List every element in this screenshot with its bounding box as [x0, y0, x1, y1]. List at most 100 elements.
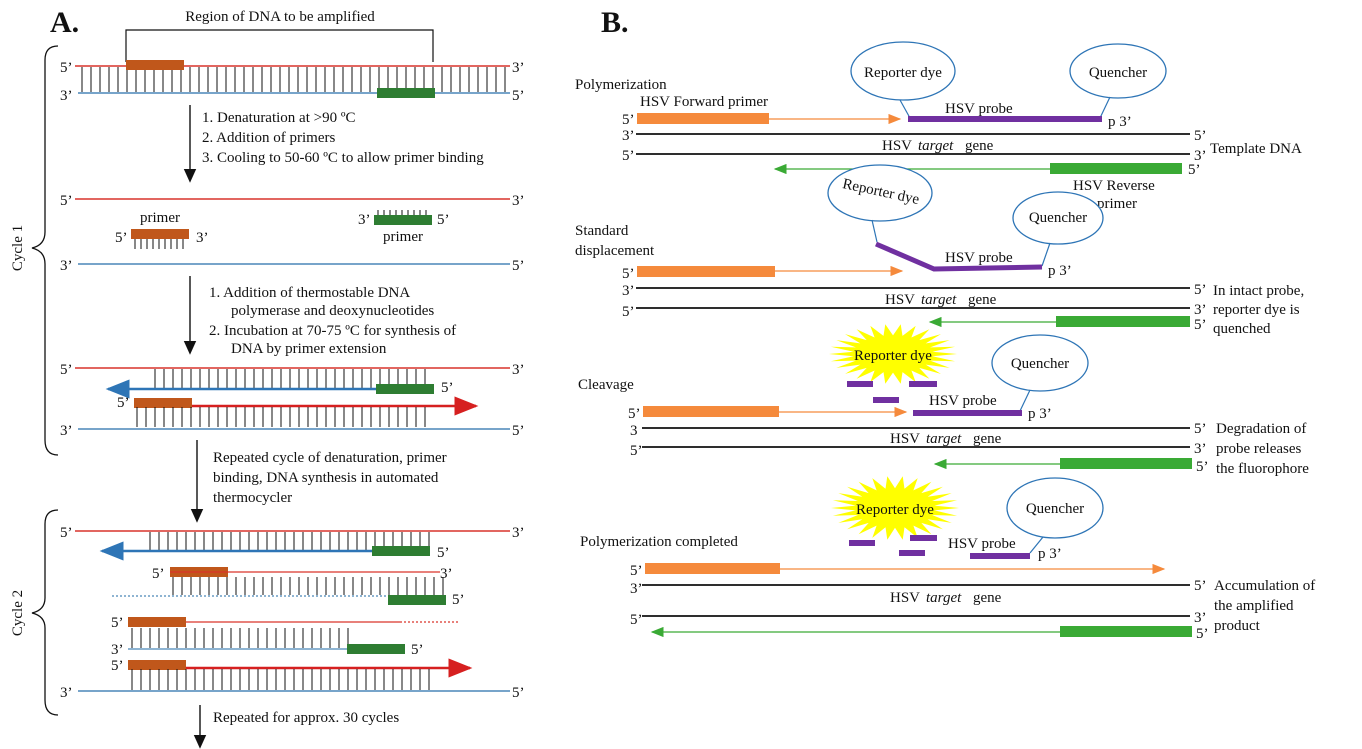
base-pair-ticks [136, 407, 426, 427]
label-3prime: 3’ [1194, 302, 1207, 318]
reverse-primer [376, 384, 434, 394]
quencher-connector [1019, 389, 1031, 412]
label-3prime: 3’ [440, 566, 453, 582]
forward-primer-bar [637, 113, 769, 124]
forward-primer [128, 617, 186, 627]
label-5prime: 5’ [1196, 626, 1209, 642]
quencher-bubble [1012, 191, 1104, 245]
reverse-primer [347, 644, 405, 654]
region-label: Region of DNA to be amplified [185, 9, 375, 25]
probe-label: HSV probe [945, 250, 1013, 266]
quencher-bubble [1006, 477, 1104, 539]
label-5prime: 5’ [152, 566, 165, 582]
label-5prime: 5’ [437, 212, 450, 228]
forward-primer-label: HSV Forward primer [640, 94, 768, 110]
step3-line: thermocycler [213, 490, 292, 506]
reporter-dye-label: Reporter dye [864, 65, 942, 81]
hsv-label: HSV [885, 292, 915, 308]
label-3prime: 3’ [512, 525, 525, 541]
p3-label: p 3’ [1028, 406, 1052, 422]
reporter-dye-bubble [850, 41, 956, 101]
label-5prime: 5’ [1194, 578, 1207, 594]
label-5prime: 5’ [622, 112, 635, 128]
target-label: target [926, 431, 962, 447]
reverse-primer [372, 546, 430, 556]
p3-label: p 3’ [1108, 114, 1132, 130]
step2-line: polymerase and deoxynucleotides [231, 303, 434, 319]
probe-bar [908, 116, 1102, 122]
stage-cleavage: Cleavage [578, 377, 634, 393]
gene-label: gene [973, 431, 1002, 447]
forward-primer-bar [643, 406, 779, 417]
p3-label: p 3’ [1038, 546, 1062, 562]
quencher-label: Quencher [1026, 501, 1084, 517]
note-intact: quenched [1213, 321, 1271, 337]
label-5prime: 5’ [111, 658, 124, 674]
target-label: target [918, 138, 954, 154]
label-3prime: 3’ [60, 423, 73, 439]
label-3prime: 3’ [622, 283, 635, 299]
reverse-primer [388, 595, 446, 605]
probe-label: HSV probe [945, 101, 1013, 117]
forward-primer-site [126, 60, 184, 70]
forward-primer-bar [637, 266, 775, 277]
stage-polymerization: Polymerization [575, 77, 667, 93]
label-3prime: 3’ [111, 642, 124, 658]
cycle2-brace [31, 509, 59, 716]
stage-standard: Standard [575, 223, 629, 239]
base-pair-ticks [131, 628, 349, 648]
label-5prime: 5’ [1188, 162, 1201, 178]
step2-line: DNA by primer extension [231, 341, 387, 357]
label-3prime: 3’ [1194, 441, 1207, 457]
primer-ticks [134, 239, 184, 249]
label-3prime: 3’ [512, 60, 525, 76]
quencher-bubble [991, 334, 1089, 392]
label-5prime: 5’ [117, 395, 130, 411]
label-5prime: 5’ [630, 563, 643, 579]
label-5prime: 5’ [512, 685, 525, 701]
label-5prime: 5’ [60, 362, 73, 378]
label-3prime: 3’ [630, 581, 643, 597]
note-degradation: probe releases [1216, 441, 1302, 457]
probe-fragment [910, 535, 937, 541]
reverse-primer-label: HSV Reverse [1073, 178, 1155, 194]
label-5prime: 5’ [630, 612, 643, 628]
note-degradation: Degradation of [1216, 421, 1306, 437]
dye-connector [871, 219, 878, 243]
base-pair-ticks [81, 67, 506, 92]
reverse-primer-site [377, 88, 435, 98]
note-accumulation: product [1214, 618, 1261, 634]
region-bracket [125, 29, 434, 62]
fluorescence-burst [831, 476, 959, 540]
label-5prime: 5’ [622, 304, 635, 320]
reporter-dye-label: Reporter dye [854, 348, 932, 364]
probe-bar [913, 410, 1022, 416]
label-5prime: 5’ [512, 258, 525, 274]
step4-label: Repeated for approx. 30 cycles [213, 710, 399, 726]
quencher-connector [1099, 96, 1111, 119]
template-dna-label: Template DNA [1210, 141, 1302, 157]
note-degradation: the fluorophore [1216, 461, 1309, 477]
hsv-label: HSV [882, 138, 912, 154]
cycle1-label: Cycle 1 [10, 225, 26, 271]
label-5prime: 5’ [512, 423, 525, 439]
label-5prime: 5’ [1194, 128, 1207, 144]
label-3prime: 3’ [60, 258, 73, 274]
reverse-primer-bar [1060, 458, 1192, 469]
label-5prime: 5’ [1194, 421, 1207, 437]
quencher-connector [1041, 242, 1051, 267]
label-5prime: 5’ [437, 545, 450, 561]
panel-a-letter: A. [50, 6, 79, 39]
step3-line: Repeated cycle of denaturation, primer [213, 450, 447, 466]
gene-label: gene [973, 590, 1002, 606]
primer-label: primer [383, 229, 423, 245]
label-3prime: 3’ [358, 212, 371, 228]
probe-fragment [847, 381, 873, 387]
label-5prime: 5’ [411, 642, 424, 658]
forward-primer-bar [645, 563, 780, 574]
label-3prime: 3’ [512, 362, 525, 378]
probe-bar [970, 553, 1030, 559]
quencher-label: Quencher [1011, 356, 1069, 372]
probe-label: HSV probe [948, 536, 1016, 552]
